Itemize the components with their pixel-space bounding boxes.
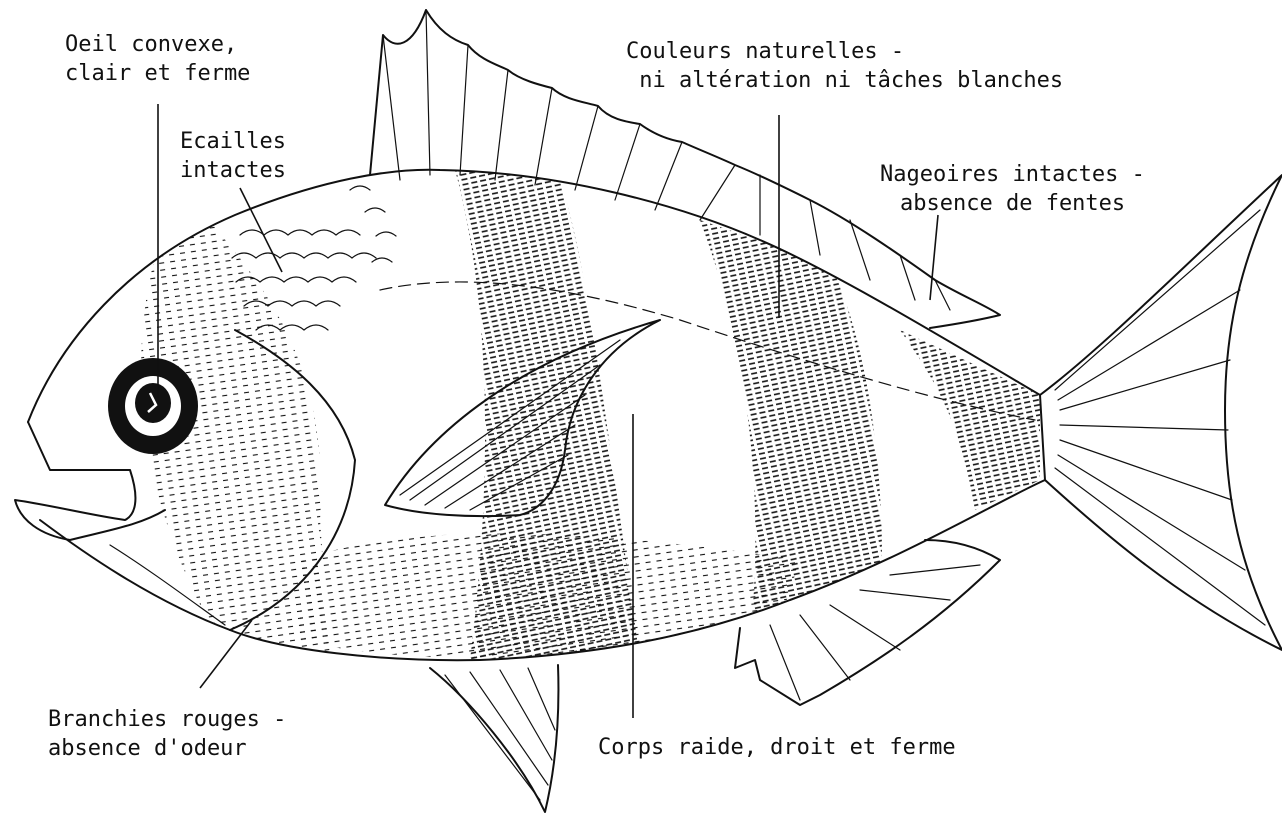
tail-fin <box>1040 175 1282 650</box>
eye-label-line-2: clair et ferme <box>65 59 250 88</box>
colours-label-line-1: Couleurs naturelles - <box>626 37 1063 66</box>
scales-label-line-1: Ecailles <box>180 127 286 156</box>
scales-label: Ecailles intactes <box>180 127 286 185</box>
eye-label-line-1: Oeil convexe, <box>65 30 250 59</box>
colours-label-line-2: ni altération ni tâches blanches <box>626 66 1063 95</box>
gills-label-line-1: Branchies rouges - <box>48 705 286 734</box>
body-label-line-1: Corps raide, droit et ferme <box>598 733 956 762</box>
gills-label-line-2: absence d'odeur <box>48 734 286 763</box>
eye-label: Oeil convexe, clair et ferme <box>65 30 250 88</box>
fins-leader-line <box>930 215 938 300</box>
body-label: Corps raide, droit et ferme <box>598 733 956 762</box>
fins-label-line-1: Nageoires intactes - <box>880 160 1145 189</box>
gills-label: Branchies rouges - absence d'odeur <box>48 705 286 763</box>
scales-label-line-2: intactes <box>180 156 286 185</box>
gills-leader-line <box>200 620 252 688</box>
fins-label: Nageoires intactes - absence de fentes <box>880 160 1145 218</box>
colours-label: Couleurs naturelles - ni altération ni t… <box>626 37 1063 95</box>
fins-label-line-2: absence de fentes <box>880 189 1145 218</box>
